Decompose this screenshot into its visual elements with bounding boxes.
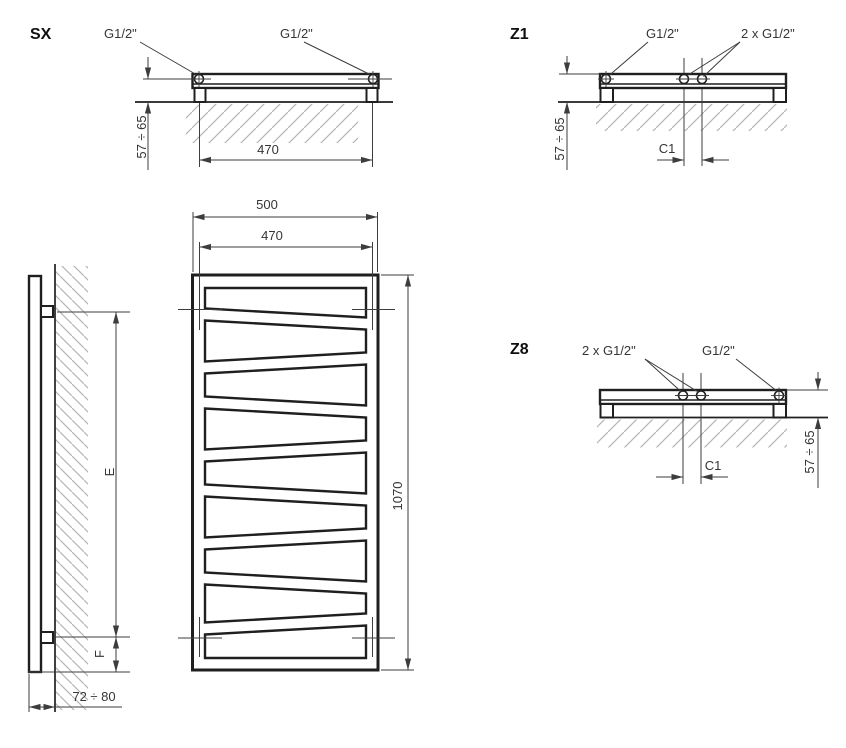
z8-radiator-top-profile bbox=[598, 387, 788, 419]
sx-conn-left-label: G1/2" bbox=[104, 26, 137, 41]
side-radiator-profile bbox=[27, 274, 43, 674]
z1-conn-pair-leader-b bbox=[703, 41, 741, 77]
side-bracket-bottom bbox=[40, 631, 54, 644]
z8-conn-single-label: G1/2" bbox=[702, 343, 735, 358]
z1-wall-hatch bbox=[596, 104, 787, 131]
front-width-dimension: 500 bbox=[192, 197, 378, 272]
z8-bracket-left bbox=[599, 403, 614, 419]
z8-connection-labels: 2 x G1/2" G1/2" bbox=[582, 343, 778, 393]
z1-conn-single-label: G1/2" bbox=[646, 26, 679, 41]
tube-4 bbox=[203, 407, 368, 451]
z8-c1-dim-text: C1 bbox=[705, 458, 722, 473]
front-conn-spacing-dim-text: 470 bbox=[261, 228, 283, 243]
z8-conn-pair-label: 2 x G1/2" bbox=[582, 343, 636, 358]
tube-6 bbox=[203, 495, 368, 539]
z1-bracket-right bbox=[772, 87, 787, 103]
sx-connection-labels: G1/2" G1/2" bbox=[104, 26, 371, 76]
z1-c1-dimension: C1 bbox=[657, 141, 729, 164]
sx-width-dimension: 470 bbox=[199, 103, 373, 167]
z1-bracket-left bbox=[599, 87, 614, 103]
side-e-f-dimensions: E F bbox=[28, 311, 130, 673]
sx-wall-hatch bbox=[186, 104, 358, 143]
sx-conn-right-label: G1/2" bbox=[280, 26, 313, 41]
z1-view-label: Z1 bbox=[510, 26, 529, 43]
view-side: E F 72 ÷ 80 bbox=[27, 264, 130, 712]
side-depth-dim-text: 72 ÷ 80 bbox=[72, 689, 115, 704]
z1-radiator-top-profile bbox=[598, 71, 788, 103]
front-height-dimension: 1070 bbox=[381, 274, 414, 671]
side-wall-hatch bbox=[56, 266, 88, 710]
front-zigzag-tubes bbox=[203, 286, 368, 660]
z1-connection-labels: G1/2" 2 x G1/2" bbox=[608, 26, 795, 77]
z1-depth-dim-text: 57 ÷ 65 bbox=[552, 117, 567, 160]
z8-conn-pair-leader-b bbox=[644, 358, 700, 393]
z8-conn-single-leader bbox=[735, 358, 778, 392]
z1-depth-dimension: 57 ÷ 65 bbox=[552, 56, 601, 170]
tube-2 bbox=[203, 319, 368, 363]
side-e-dim-text: E bbox=[102, 467, 117, 476]
front-height-dim-text: 1070 bbox=[390, 482, 405, 511]
z1-conn-pair-leader-a bbox=[686, 41, 741, 77]
view-z8: Z8 2 x G1/2" G1/2" 5 bbox=[510, 341, 828, 488]
z1-conn-pair-label: 2 x G1/2" bbox=[741, 26, 795, 41]
z1-radiator-bar bbox=[598, 72, 788, 90]
tube-3 bbox=[203, 363, 368, 407]
sx-view-label: SX bbox=[30, 26, 52, 43]
tube-8 bbox=[203, 583, 368, 624]
z8-depth-dimension: 57 ÷ 65 bbox=[786, 372, 828, 488]
z8-wall-hatch bbox=[597, 419, 787, 448]
side-bracket-top bbox=[40, 305, 54, 318]
view-z1: Z1 G1/2" 2 x G1/2" 5 bbox=[510, 26, 795, 170]
z8-radiator-bar bbox=[598, 388, 788, 406]
sx-conn-right-leader bbox=[303, 41, 371, 75]
z8-bracket-right bbox=[772, 403, 787, 419]
sx-depth-dimension: 57 ÷ 65 bbox=[134, 57, 392, 170]
z8-depth-dim-text: 57 ÷ 65 bbox=[802, 430, 817, 473]
view-sx: SX G1/2" G1/2" 57 ÷ 65 bbox=[30, 26, 393, 170]
sx-bracket-right bbox=[365, 87, 379, 103]
z8-conn-pair-leader-a bbox=[644, 358, 682, 393]
sx-radiator-top-profile bbox=[191, 71, 380, 103]
tube-7 bbox=[203, 539, 368, 583]
side-depth-dimension: 72 ÷ 80 bbox=[28, 674, 122, 712]
sx-depth-dim-text: 57 ÷ 65 bbox=[134, 115, 149, 158]
z1-c1-dim-text: C1 bbox=[659, 141, 676, 156]
front-conn-spacing-dimension: 470 bbox=[199, 228, 373, 330]
tube-5 bbox=[203, 451, 368, 495]
tube-9 bbox=[203, 624, 368, 660]
sx-bracket-left bbox=[193, 87, 207, 103]
sx-conn-left-leader bbox=[139, 41, 198, 76]
z1-conn-single-leader bbox=[608, 41, 649, 77]
sx-radiator-bar bbox=[191, 72, 380, 90]
side-f-dim-text: F bbox=[92, 650, 107, 658]
sx-width-dim-text: 470 bbox=[257, 142, 279, 157]
z8-view-label: Z8 bbox=[510, 341, 529, 358]
front-width-dim-text: 500 bbox=[256, 197, 278, 212]
view-front: 500 470 1070 bbox=[178, 197, 414, 672]
z8-c1-dimension: C1 bbox=[656, 458, 728, 481]
tube-1 bbox=[203, 286, 368, 319]
